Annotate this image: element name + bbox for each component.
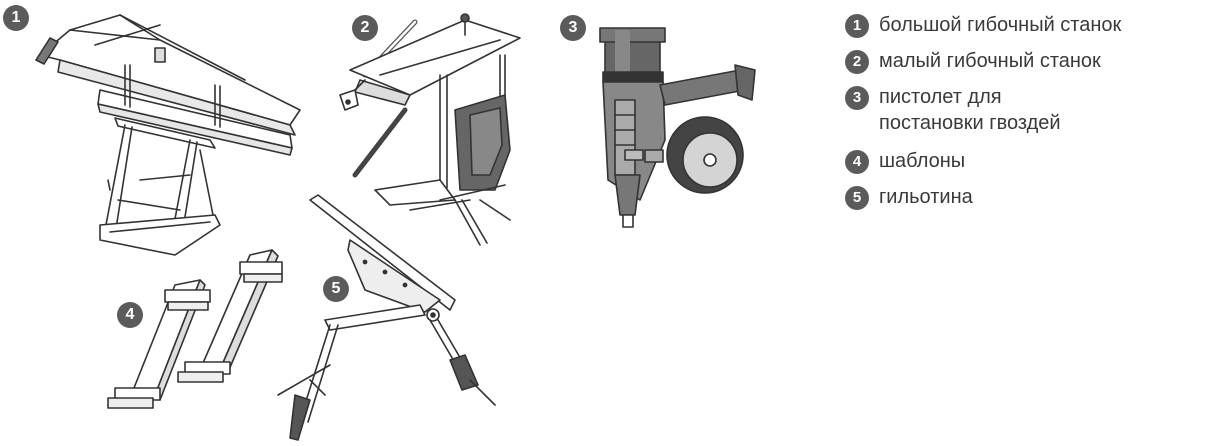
badge-1: 1 bbox=[3, 5, 29, 31]
legend-item-5: 5 гильотина bbox=[845, 184, 1225, 210]
legend-badge-3: 3 bbox=[845, 86, 869, 110]
legend-label-3: пистолет для постановки гвоздей bbox=[879, 86, 1061, 134]
templates-illustration bbox=[107, 249, 283, 409]
legend-badge-2: 2 bbox=[845, 50, 869, 74]
legend-label-1: большой гибочный станок bbox=[879, 14, 1122, 36]
guillotine-illustration bbox=[277, 194, 496, 441]
legend-badge-1: 1 bbox=[845, 14, 869, 38]
small-bending-machine-illustration bbox=[339, 13, 521, 246]
legend: 1 большой гибочный станок 2 малый гибочн… bbox=[845, 12, 1225, 216]
badge-5: 5 bbox=[323, 276, 349, 302]
legend-badge-5: 5 bbox=[845, 186, 869, 210]
large-bending-machine-illustration bbox=[35, 14, 301, 256]
badge-4: 4 bbox=[117, 302, 143, 328]
legend-label-5: гильотина bbox=[879, 186, 973, 208]
legend-item-4: 4 шаблоны bbox=[845, 148, 1225, 174]
legend-label-4: шаблоны bbox=[879, 150, 966, 172]
legend-item-3: 3 пистолет для постановки гвоздей bbox=[845, 84, 1109, 136]
legend-badge-4: 4 bbox=[845, 150, 869, 174]
badge-2: 2 bbox=[352, 15, 378, 41]
legend-label-2: малый гибочный станок bbox=[879, 50, 1101, 72]
legend-item-2: 2 малый гибочный станок bbox=[845, 48, 1225, 74]
badge-3: 3 bbox=[560, 15, 586, 41]
nail-gun-illustration bbox=[599, 27, 756, 228]
legend-item-1: 1 большой гибочный станок bbox=[845, 12, 1225, 38]
